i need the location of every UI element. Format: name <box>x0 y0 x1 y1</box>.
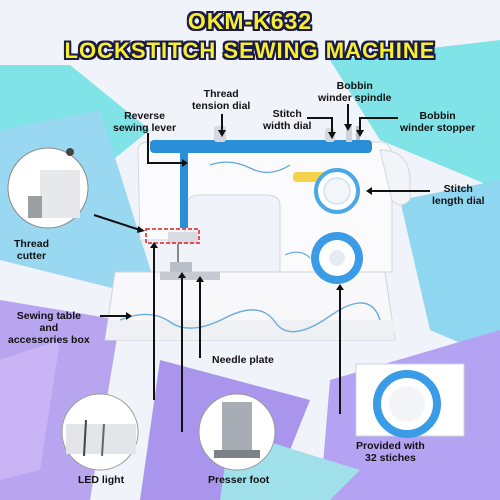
label-led-light: LED light <box>78 474 125 486</box>
machine-title: LOCKSTITCH SEWING MACHINE <box>64 38 436 63</box>
presser-foot-photo <box>198 393 276 471</box>
led-light-photo <box>61 393 139 471</box>
label-presser-foot: Presser foot <box>208 474 270 486</box>
label-needle-plate: Needle plate <box>212 354 274 366</box>
thread-cutter-photo <box>7 147 89 229</box>
stitches-photo <box>355 363 465 438</box>
model-title: OKM-K632 <box>187 8 313 34</box>
